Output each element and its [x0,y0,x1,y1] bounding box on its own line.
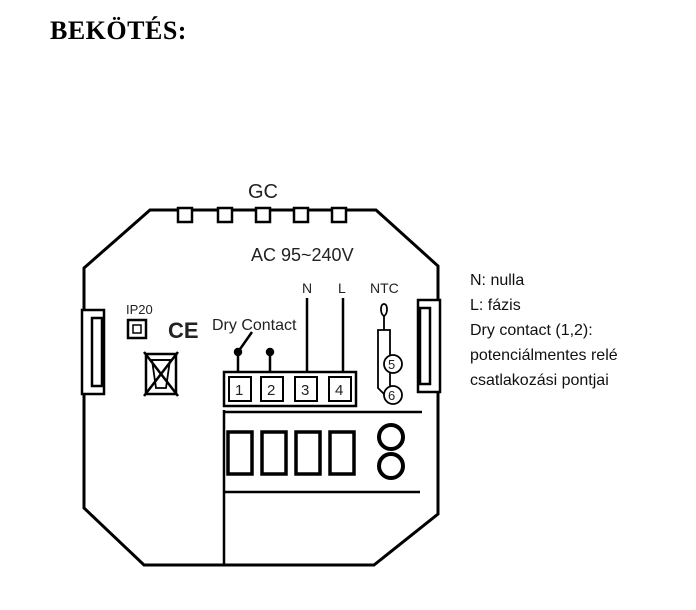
legend-line: Dry contact (1,2): [470,322,593,339]
sensor-terminal-6: 6 [383,385,403,405]
ce-mark-icon: CE [168,318,199,343]
legend-line: potenciálmentes relé [470,347,618,364]
lower-housing [222,410,422,565]
dry-contact-label: Dry Contact [212,317,297,334]
top-clips [176,206,348,224]
sensor-terminal-5: 5 [383,354,403,374]
terminal-4: 4 [328,376,352,402]
ip20-square-icon [126,318,148,340]
ip-rating-label: IP20 [126,302,153,317]
dry-contact-switch [233,331,275,372]
svg-text:1: 1 [235,382,243,399]
brand-code-label: GC [248,181,278,203]
svg-text:2: 2 [267,382,275,399]
side-bracket-left [80,308,106,396]
ntc-label: NTC [370,280,399,296]
terminal-1: 1 [228,376,252,402]
page-title: BEKÖTÉS: [50,16,187,45]
side-bracket-right [416,298,442,394]
wire-l-label: L [338,280,346,296]
wiring-legend: N: nulla L: fázis Dry contact (1,2): pot… [470,268,618,393]
screw-circles [377,423,405,480]
power-wires [305,298,345,372]
wire-n-label: N [302,280,312,296]
svg-text:3: 3 [301,382,309,399]
ntc-sensor-icon [377,303,391,396]
screw-slots [226,430,356,476]
terminal-block: 1 2 3 4 [222,370,358,408]
legend-line: csatlakozási pontjai [470,372,609,389]
legend-line: L: fázis [470,297,521,314]
legend-line: N: nulla [470,272,525,289]
svg-text:4: 4 [335,382,343,399]
svg-text:6: 6 [388,388,395,403]
terminal-3: 3 [294,376,318,402]
weee-bin-icon [143,351,179,397]
terminal-2: 2 [260,376,284,402]
voltage-label: AC 95~240V [251,245,354,265]
svg-text:5: 5 [388,357,395,372]
